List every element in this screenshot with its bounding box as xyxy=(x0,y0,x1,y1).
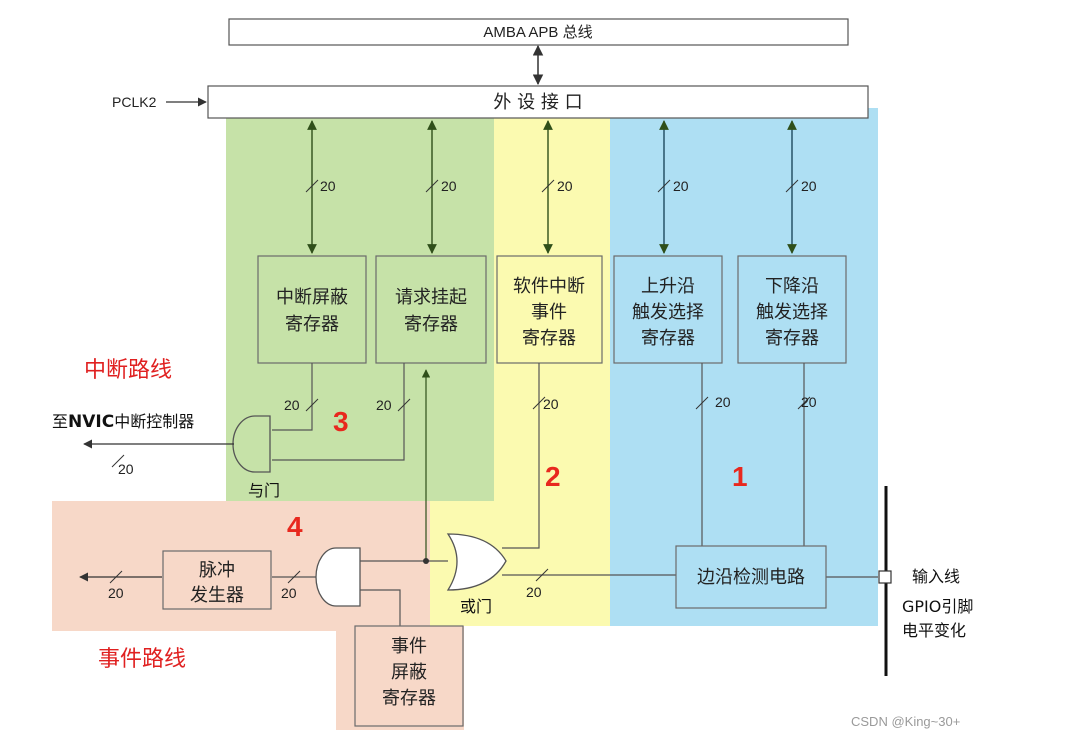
and-gate-label: 与门 xyxy=(248,481,280,500)
event-mask-line3: 寄存器 xyxy=(382,688,436,709)
software-interrupt-line3: 寄存器 xyxy=(522,328,576,349)
pending-register xyxy=(375,255,487,364)
interrupt-mask-register-line1: 中断屏蔽 xyxy=(276,287,348,308)
route-number-3: 3 xyxy=(333,406,349,437)
bus-width-20: 20 xyxy=(801,394,817,410)
event-route-label: 事件路线 xyxy=(98,647,186,672)
falling-trigger-register xyxy=(737,255,847,364)
or-gate-label: 或门 xyxy=(460,597,492,616)
falling-trigger-line2: 触发选择 xyxy=(756,302,828,323)
pclk2-label: PCLK2 xyxy=(112,94,157,110)
route-number-2: 2 xyxy=(545,461,561,492)
gpio-label-line1: GPIO引脚 xyxy=(902,597,973,616)
junction-dot xyxy=(423,558,429,564)
edge-detect-label: 边沿检测电路 xyxy=(697,567,805,588)
bus-width-20: 20 xyxy=(320,178,336,194)
pending-register-line1: 请求挂起 xyxy=(395,287,467,308)
pulse-generator-line1: 脉冲 xyxy=(199,560,235,581)
amba-apb-bus-label: AMBA APB 总线 xyxy=(483,24,592,41)
route-number-1: 1 xyxy=(732,461,748,492)
bus-width-20: 20 xyxy=(108,585,124,601)
software-interrupt-line1: 软件中断 xyxy=(513,276,585,297)
to-nvic-suffix: 中断控制器 xyxy=(114,412,194,431)
bus-width-marks-low xyxy=(109,396,811,584)
input-line-label: 输入线 xyxy=(912,567,960,586)
bus-width-20: 20 xyxy=(441,178,457,194)
falling-trigger-line3: 寄存器 xyxy=(765,328,819,349)
to-nvic-prefix: 至 xyxy=(52,412,68,431)
pending-register-line2: 寄存器 xyxy=(404,314,458,335)
event-mask-register xyxy=(354,625,464,727)
bus-width-20: 20 xyxy=(715,394,731,410)
interrupt-and-gate xyxy=(232,415,271,473)
falling-trigger-line1: 下降沿 xyxy=(765,276,819,297)
route-number-4: 4 xyxy=(287,511,303,542)
bus-width-20: 20 xyxy=(118,461,134,477)
event-mask-line2: 屏蔽 xyxy=(391,662,427,683)
edge-detect-circuit xyxy=(675,545,827,609)
to-nvic-label: 至NVIC中断控制器 xyxy=(52,412,194,432)
rising-trigger-line3: 寄存器 xyxy=(641,328,695,349)
pulse-generator-line2: 发生器 xyxy=(190,585,244,606)
bus-width-20: 20 xyxy=(801,178,817,194)
pulse-generator xyxy=(162,550,272,610)
peripheral-interface-label: 外 设 接 口 xyxy=(493,92,582,113)
to-nvic-bold: NVIC xyxy=(68,412,114,432)
or-gate xyxy=(446,533,507,591)
bus-width-20: 20 xyxy=(557,178,573,194)
zone-interrupt-route xyxy=(226,108,494,501)
rising-trigger-register xyxy=(613,255,723,364)
csdn-watermark: CSDN @King~30+ xyxy=(851,714,960,729)
zone-edge-trigger xyxy=(610,108,878,626)
zone-event-route xyxy=(52,501,430,631)
register-bus-arrows xyxy=(307,120,797,254)
zone-event-mask xyxy=(336,626,464,730)
bus-width-20: 20 xyxy=(543,396,559,412)
bus-width-20: 20 xyxy=(526,584,542,600)
event-and-gate xyxy=(315,547,361,607)
peripheral-interface xyxy=(207,85,869,119)
rising-trigger-line1: 上升沿 xyxy=(641,276,695,297)
input-pin xyxy=(878,570,892,584)
bus-width-20: 20 xyxy=(281,585,297,601)
amba-apb-bus xyxy=(228,18,849,46)
bus-width-20: 20 xyxy=(284,397,300,413)
bus-width-marks-top xyxy=(305,179,799,193)
interrupt-route-label: 中断路线 xyxy=(84,358,172,383)
software-interrupt-event-register xyxy=(496,255,603,364)
software-interrupt-line2: 事件 xyxy=(531,302,567,323)
signal-wires xyxy=(272,363,878,626)
rising-trigger-line2: 触发选择 xyxy=(632,302,704,323)
bus-width-20: 20 xyxy=(376,397,392,413)
interrupt-mask-register-line2: 寄存器 xyxy=(285,314,339,335)
bus-width-20: 20 xyxy=(673,178,689,194)
event-mask-line1: 事件 xyxy=(391,636,427,657)
gpio-label-line2: 电平变化 xyxy=(902,621,966,640)
